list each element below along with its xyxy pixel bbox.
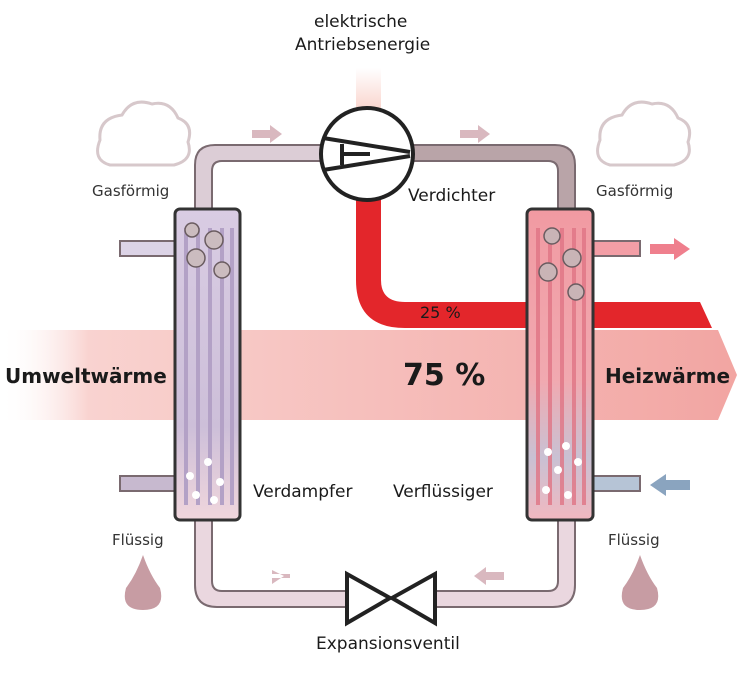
flow-arrows — [252, 125, 504, 585]
evaporator-label: Verdampfer — [253, 482, 353, 502]
electric-energy-band — [356, 190, 712, 328]
evaporator-outlet-pipe — [119, 475, 176, 492]
compressor-label: Verdichter — [408, 186, 496, 206]
evaporator-liquid-drops — [186, 458, 224, 504]
gas-right-label: Gasförmig — [596, 182, 674, 200]
condenser-inlet-pipe — [592, 475, 641, 492]
evaporator-gas-bubbles — [184, 222, 231, 279]
heating-heat-label: Heizwärme — [605, 364, 731, 388]
heating-outflow-arrow-icon — [650, 238, 690, 260]
liquid-right-label: Flüssig — [608, 531, 660, 549]
condenser-label: Verflüssiger — [393, 482, 493, 502]
evaporator-inlet-pipe — [119, 240, 176, 257]
gas-left-label: Gasförmig — [92, 182, 170, 200]
expansion-valve-symbol — [345, 570, 437, 627]
ambient-heat-label: Umweltwärme — [5, 364, 167, 388]
return-inflow-arrow-icon — [650, 474, 690, 496]
evaporator — [173, 207, 242, 522]
compressor-symbol — [319, 106, 415, 202]
liquid-left-label: Flüssig — [112, 531, 164, 549]
condenser — [525, 207, 595, 522]
expansion-valve-label: Expansionsventil — [316, 634, 460, 654]
electric-percent-label: 25 % — [420, 303, 461, 322]
condenser-liquid-drops — [542, 442, 582, 499]
droplet-left-icon — [124, 555, 162, 610]
ambient-percent-label: 75 % — [403, 358, 486, 393]
condenser-gas-bubbles — [538, 227, 585, 301]
cloud-left-icon — [96, 100, 192, 167]
cloud-right-icon — [596, 100, 692, 167]
energy-input-label-line1: elektrische — [314, 12, 408, 32]
energy-input-label-line2: Antriebsenergie — [295, 35, 431, 55]
condenser-outlet-pipe — [592, 240, 641, 257]
droplet-right-icon — [621, 555, 659, 610]
